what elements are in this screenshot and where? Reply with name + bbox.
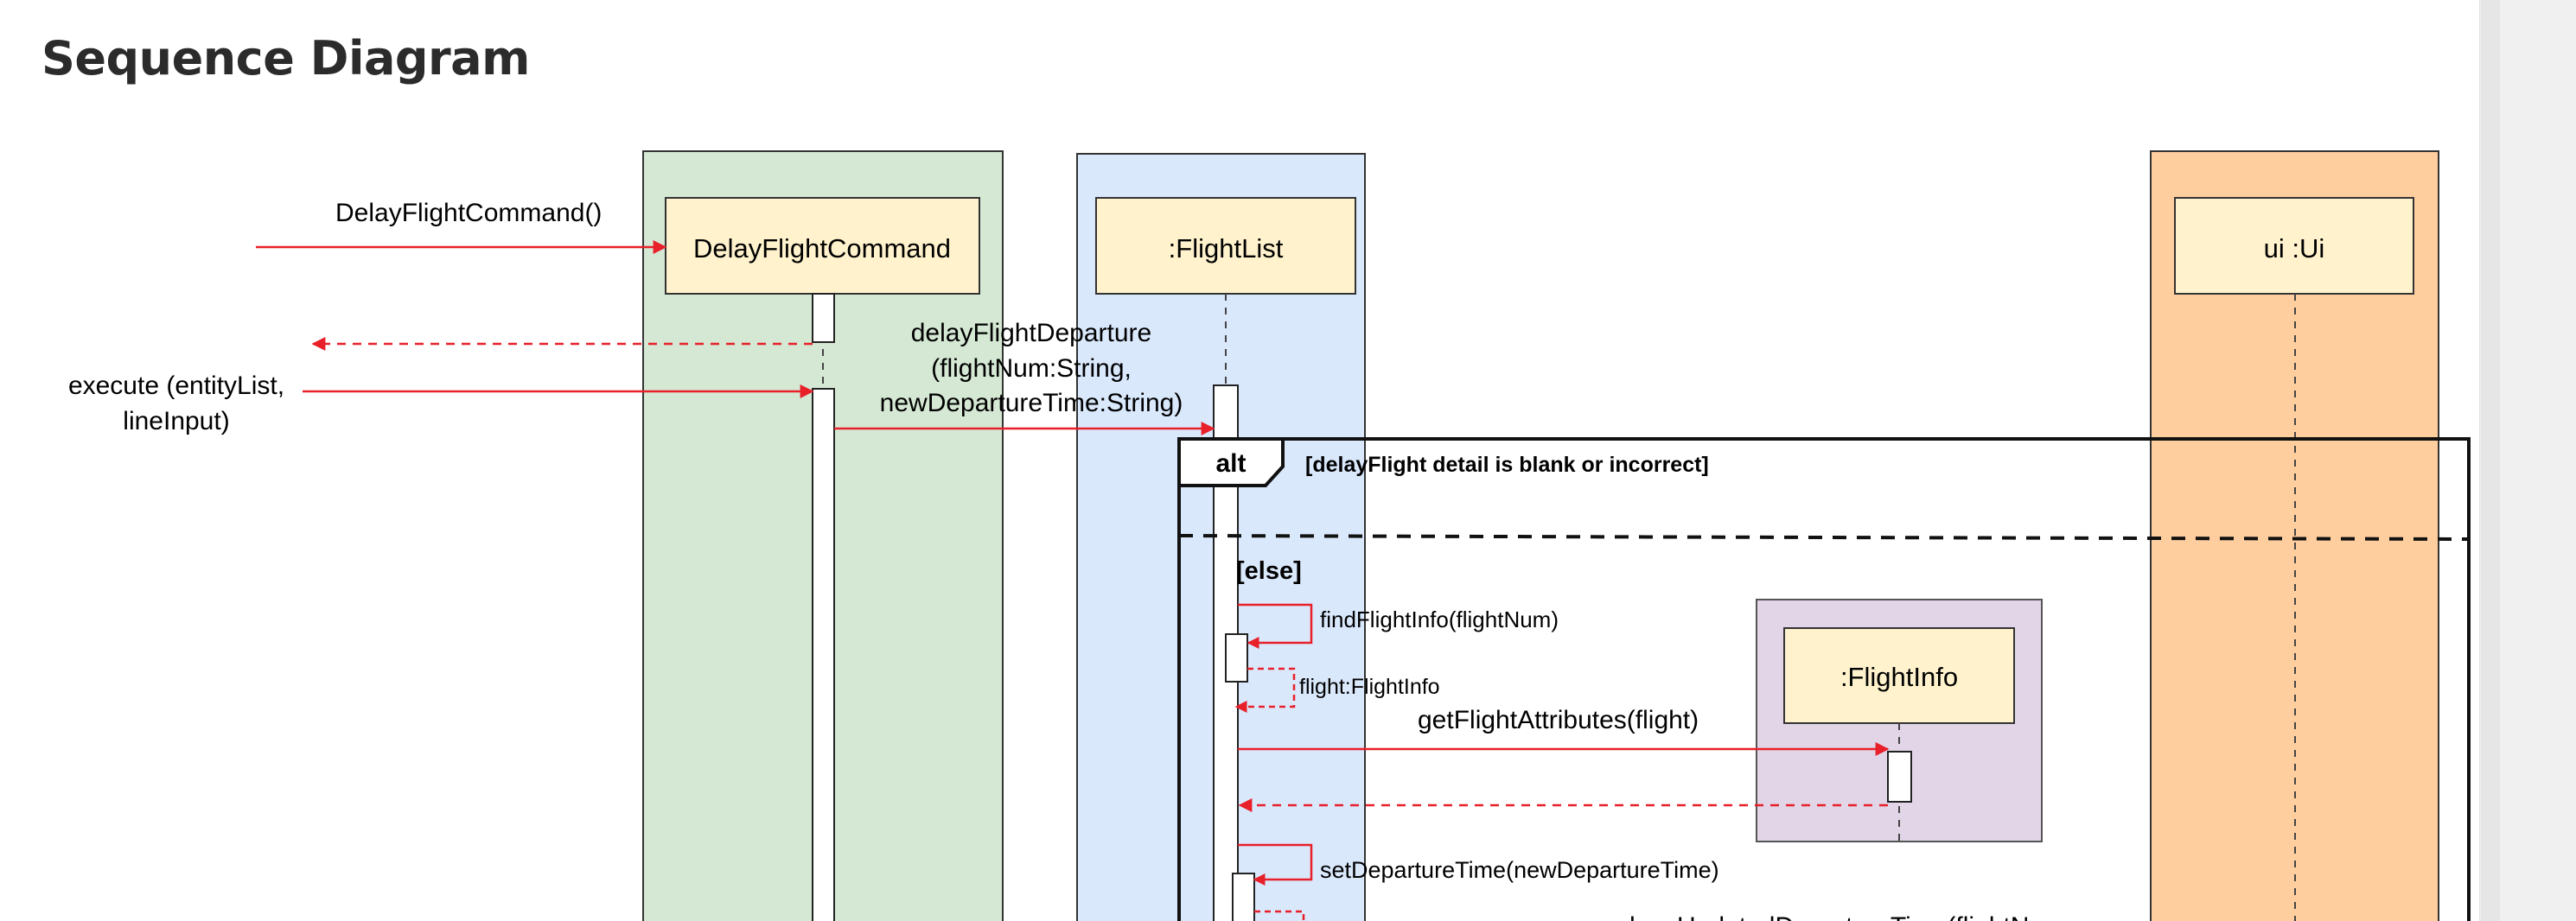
delay-command-header-label: DelayFlightCommand: [693, 233, 951, 264]
scrollbar-thumb[interactable]: [2481, 0, 2500, 921]
alt-guard-1: [delayFlight detail is blank or incorrec…: [1305, 453, 1709, 477]
find-activation: [1225, 633, 1248, 683]
set-departure-return-arrow: [1254, 910, 1305, 921]
alt-fragment: [1177, 437, 2471, 921]
page-title: Sequence Diagram: [41, 31, 530, 86]
delay-command-activation-1: [812, 293, 835, 343]
set-activation: [1232, 873, 1255, 921]
flightinfo-activation: [1887, 751, 1912, 803]
flightlist-header: [1095, 197, 1356, 295]
get-attributes-label: getFlightAttributes(flight): [1418, 706, 1699, 734]
delay-command-activation-2: [812, 388, 835, 921]
ui-header: [2174, 197, 2414, 295]
alt-operator-label: alt: [1215, 449, 1246, 478]
flight-return-label: flight:FlightInfo: [1299, 675, 1440, 699]
flight-return-arrow: [1234, 667, 1296, 713]
show-updated-label: showUpdatedDepartureTime(flightNum,: [1616, 912, 2072, 921]
delay-departure-label-line3: newDepartureTime:String): [880, 389, 1183, 417]
alt-guard-2: [else]: [1236, 557, 1302, 585]
set-departure-label: setDepartureTime(newDepartureTime): [1320, 857, 1719, 883]
ui-header-label: ui :Ui: [2264, 233, 2325, 264]
sequence-diagram: DelayFlightCommand :FlightList ui :Ui De…: [68, 150, 2471, 921]
find-flight-info-arrow: [1238, 603, 1313, 649]
find-flight-info-label: findFlightInfo(flightNum): [1320, 607, 1559, 632]
execute-label-line1: execute (entityList,: [68, 372, 284, 400]
alt-operator-tab: [1177, 437, 1285, 487]
flightinfo-header-label: :FlightInfo: [1840, 662, 1958, 692]
execute-label-line2: lineInput): [123, 407, 229, 435]
constructor-label: DelayFlightCommand(): [335, 199, 602, 227]
flightinfo-header: [1783, 627, 2015, 724]
flightlist-header-label: :FlightList: [1169, 233, 1284, 264]
set-departure-arrow: [1238, 843, 1313, 886]
delay-departure-label-line1: delayFlightDeparture: [911, 319, 1151, 347]
delay-departure-label-line2: (flightNum:String,: [931, 354, 1132, 383]
alt-separator: [1178, 534, 2470, 541]
